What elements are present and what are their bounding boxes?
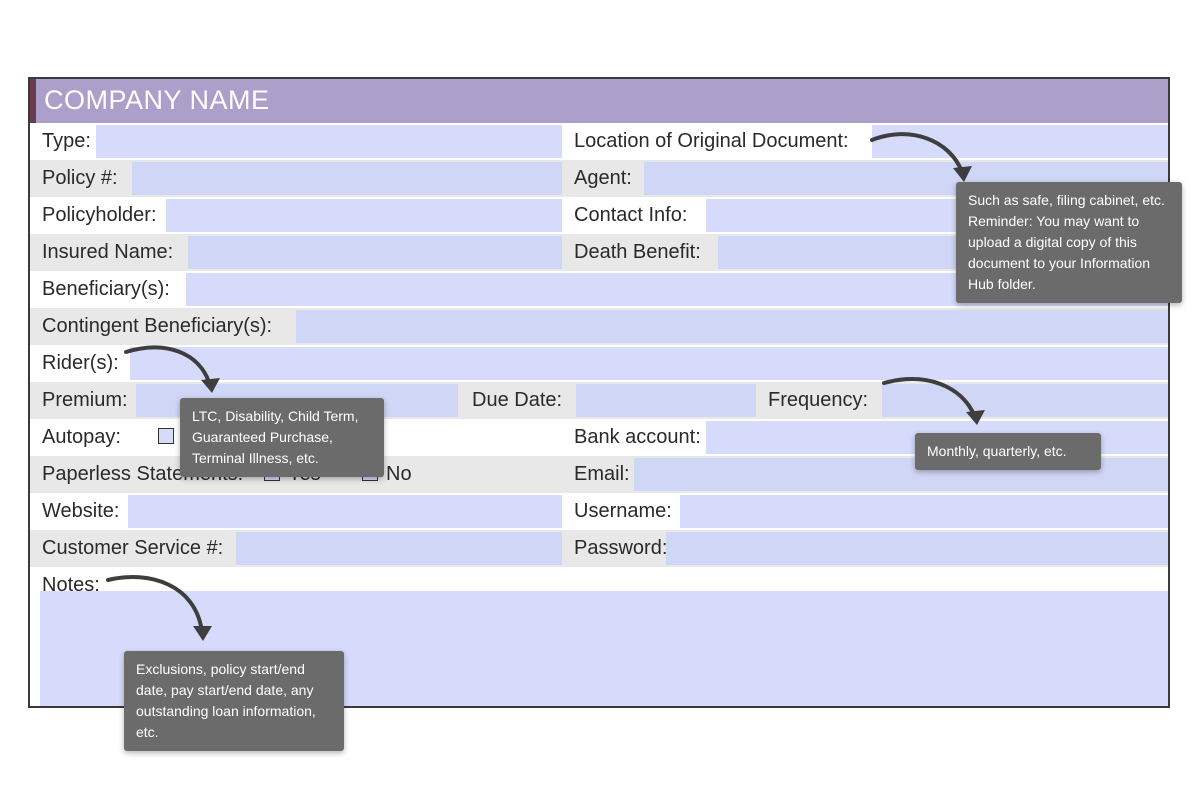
type-field[interactable] <box>96 125 562 158</box>
beneficiary-label: Beneficiary(s): <box>42 278 170 300</box>
notes-arrowhead <box>193 626 212 641</box>
death-benefit-label: Death Benefit: <box>574 241 701 263</box>
notes-tooltip: Exclusions, policy start/end date, pay s… <box>124 651 344 751</box>
frequency-arrowhead <box>966 410 985 425</box>
contingent-beneficiary-field[interactable] <box>296 310 1168 343</box>
contingent-beneficiary-label: Contingent Beneficiary(s): <box>42 315 273 337</box>
username-label: Username: <box>574 500 672 522</box>
company-name: COMPANY NAME <box>44 85 270 115</box>
row-type: Type: Location of Original Document: <box>30 123 1168 160</box>
paperless-no-label: No <box>386 463 412 485</box>
policyholder-field[interactable] <box>166 199 562 232</box>
location-arrowhead <box>953 166 972 182</box>
location-tooltip: Such as safe, filing cabinet, etc. Remin… <box>956 182 1182 303</box>
policyholder-label: Policyholder: <box>42 204 157 226</box>
website-label: Website: <box>42 500 120 522</box>
insured-name-field[interactable] <box>188 236 562 269</box>
frequency-field[interactable] <box>882 384 1168 417</box>
riders-arrow <box>124 345 212 387</box>
website-field[interactable] <box>128 495 562 528</box>
location-arrow <box>870 132 964 174</box>
location-field[interactable] <box>872 125 1168 158</box>
row-website: Website: Username: <box>30 493 1168 530</box>
due-date-label: Due Date: <box>472 389 563 411</box>
premium-label: Premium: <box>42 389 128 411</box>
contact-info-label: Contact Info: <box>574 204 688 226</box>
row-customer-service: Customer Service #: Password: <box>30 530 1168 567</box>
frequency-label: Frequency: <box>768 389 869 411</box>
row-riders: Rider(s): <box>30 345 1168 382</box>
frequency-arrow <box>882 377 977 419</box>
customer-service-label: Customer Service #: <box>42 537 224 559</box>
row-contingent: Contingent Beneficiary(s): <box>30 308 1168 345</box>
autopay-yes-checkbox[interactable] <box>158 428 174 444</box>
insured-name-label: Insured Name: <box>42 241 174 263</box>
riders-label: Rider(s): <box>42 352 119 374</box>
location-label: Location of Original Document: <box>574 130 849 152</box>
notes-label: Notes: <box>42 574 100 596</box>
policy-number-label: Policy #: <box>42 167 118 189</box>
frequency-tooltip: Monthly, quarterly, etc. <box>915 433 1101 470</box>
agent-label: Agent: <box>574 167 632 189</box>
form-header: COMPANY NAME <box>30 79 1168 123</box>
email-label: Email: <box>574 463 630 485</box>
riders-arrowhead <box>201 378 220 393</box>
username-field[interactable] <box>680 495 1168 528</box>
bank-account-label: Bank account: <box>574 426 701 448</box>
riders-field[interactable] <box>130 347 1168 380</box>
password-label: Password: <box>574 537 668 559</box>
row-policy: Policy #: Agent: <box>30 160 1168 197</box>
customer-service-field[interactable] <box>236 532 562 565</box>
password-field[interactable] <box>666 532 1168 565</box>
notes-arrow <box>106 575 204 634</box>
riders-tooltip: LTC, Disability, Child Term, Guaranteed … <box>180 398 384 477</box>
type-label: Type: <box>42 130 91 152</box>
policy-number-field[interactable] <box>132 162 562 195</box>
due-date-field[interactable] <box>576 384 756 417</box>
autopay-label: Autopay: <box>42 426 121 448</box>
